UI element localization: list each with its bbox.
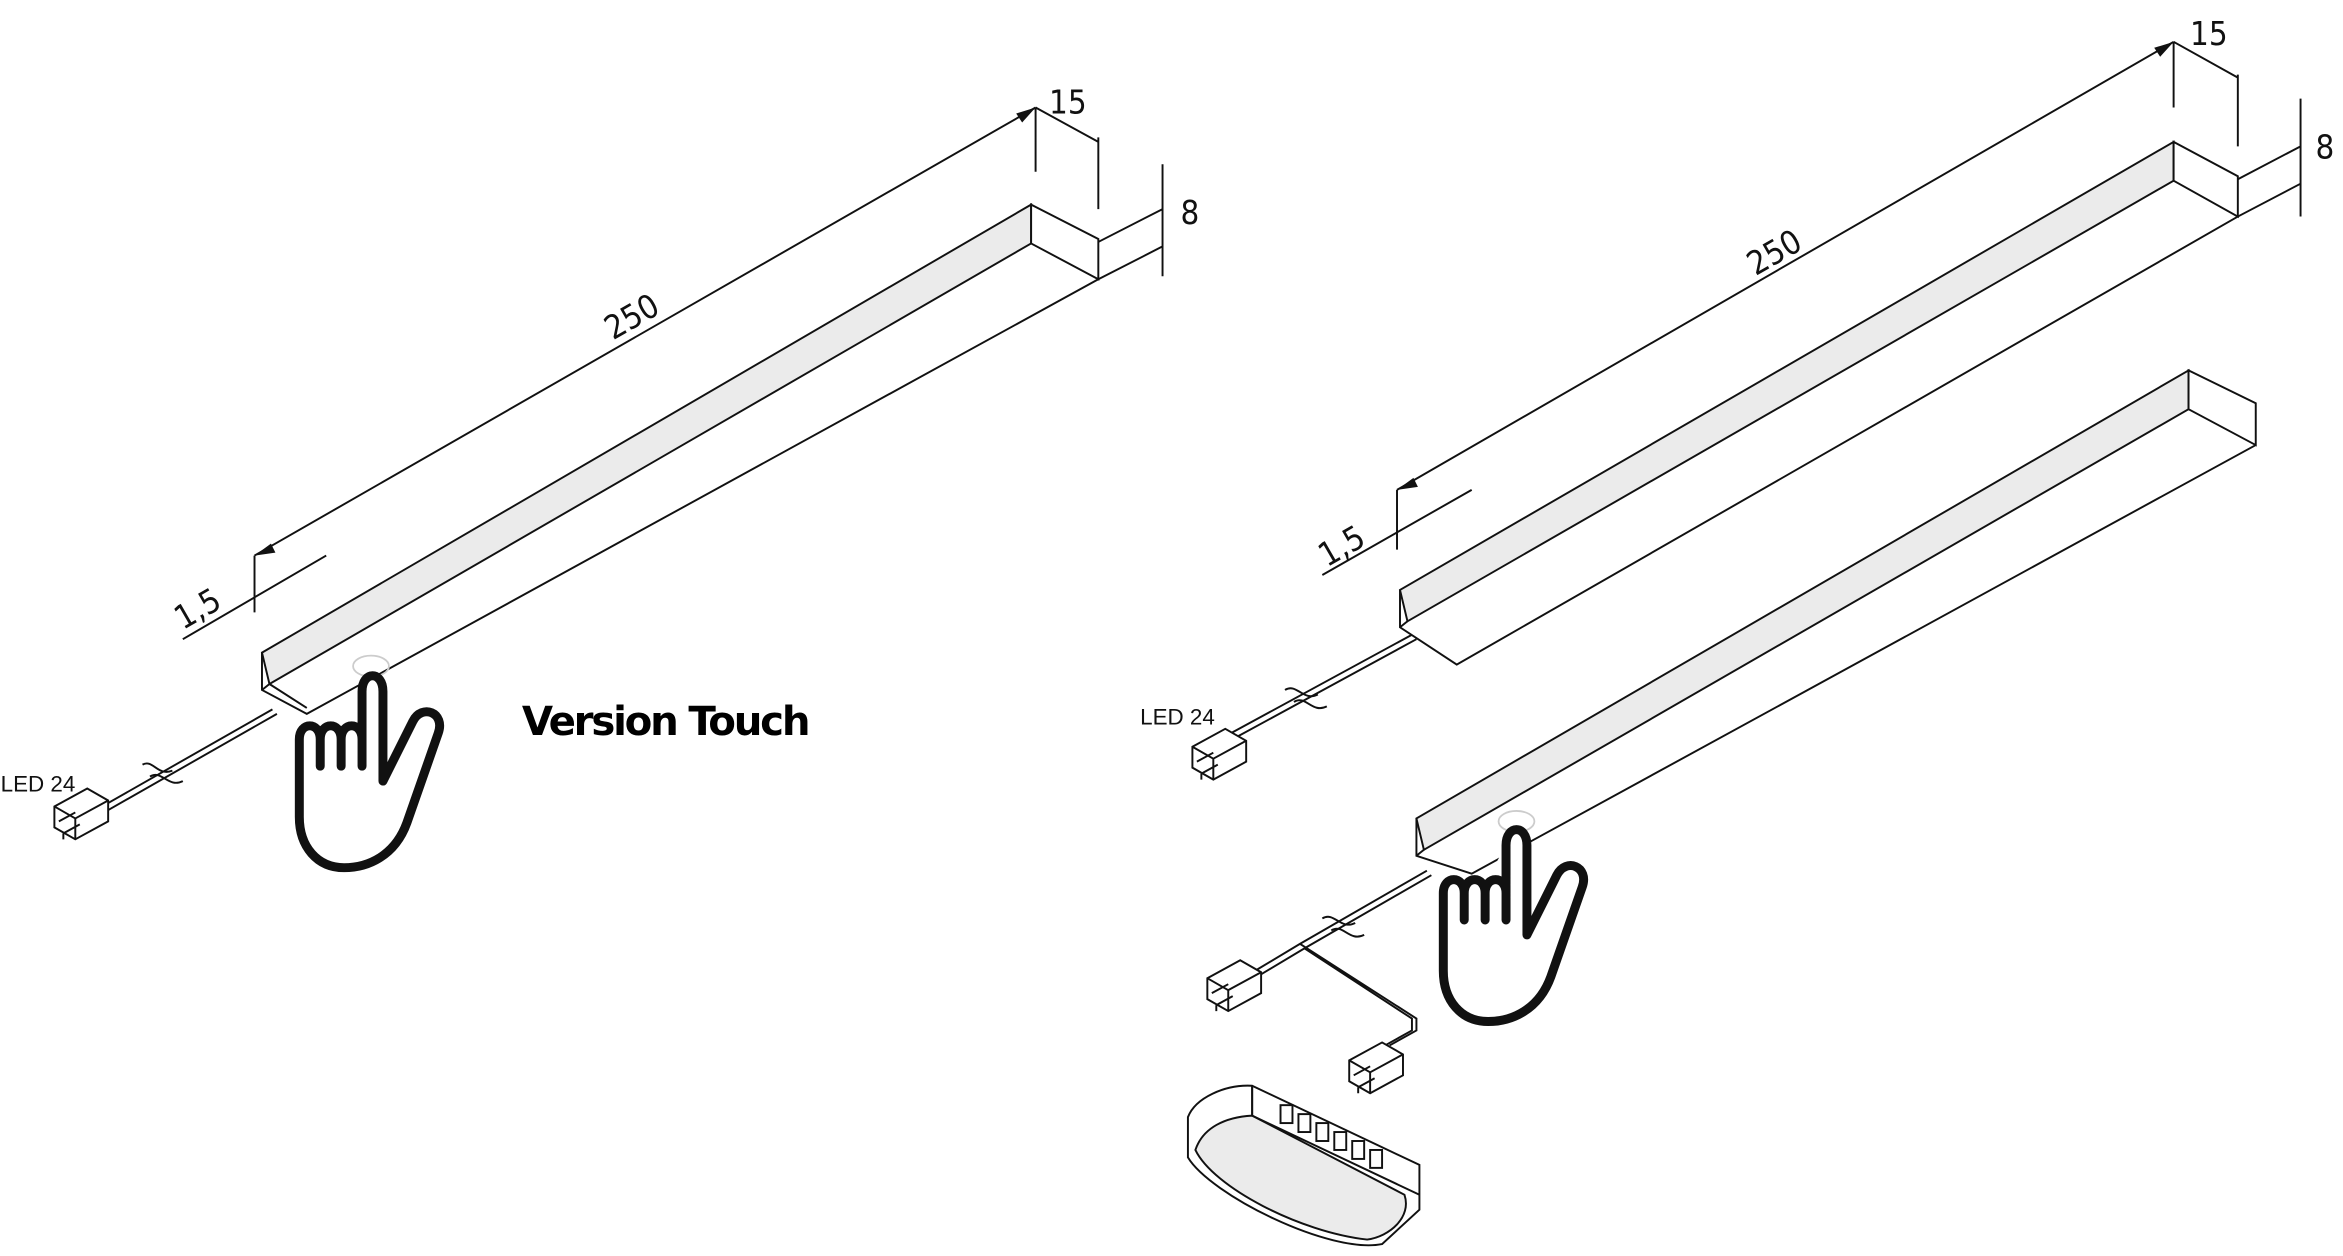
right-led-bar-touch [1415, 368, 2257, 875]
left-dimensions: 250 15 8 1,5 [168, 84, 1199, 641]
led-connector-icon [1191, 727, 1248, 781]
touch-hand-icon [299, 676, 439, 868]
right-top-cable: LED 24 [1140, 633, 1417, 781]
right-dimensions: 250 15 8 1,5 [1312, 15, 2334, 576]
left-cable: LED 24 [1, 708, 278, 841]
offset-dimension: 1,5 [1312, 518, 1372, 574]
led-connector-icon [1206, 959, 1263, 1013]
length-dimension: 250 [598, 286, 666, 347]
width-dimension: 15 [1049, 84, 1087, 122]
led-connector-icon [1348, 1041, 1404, 1095]
connector-label: LED 24 [1140, 704, 1215, 729]
distributor-box-icon [1186, 1084, 1421, 1247]
left-led-bar [260, 202, 1100, 715]
height-dimension: 8 [2315, 128, 2334, 166]
width-dimension: 15 [2190, 15, 2228, 53]
height-dimension: 8 [1180, 194, 1199, 232]
connector-label: LED 24 [1, 772, 76, 797]
offset-dimension: 1,5 [168, 581, 228, 637]
touch-hand-icon [1443, 830, 1583, 1022]
right-split-cable [1206, 869, 1432, 1095]
version-title: Version Touch [522, 698, 808, 745]
length-dimension: 250 [1740, 222, 1808, 283]
right-led-bar-top [1398, 140, 2239, 666]
